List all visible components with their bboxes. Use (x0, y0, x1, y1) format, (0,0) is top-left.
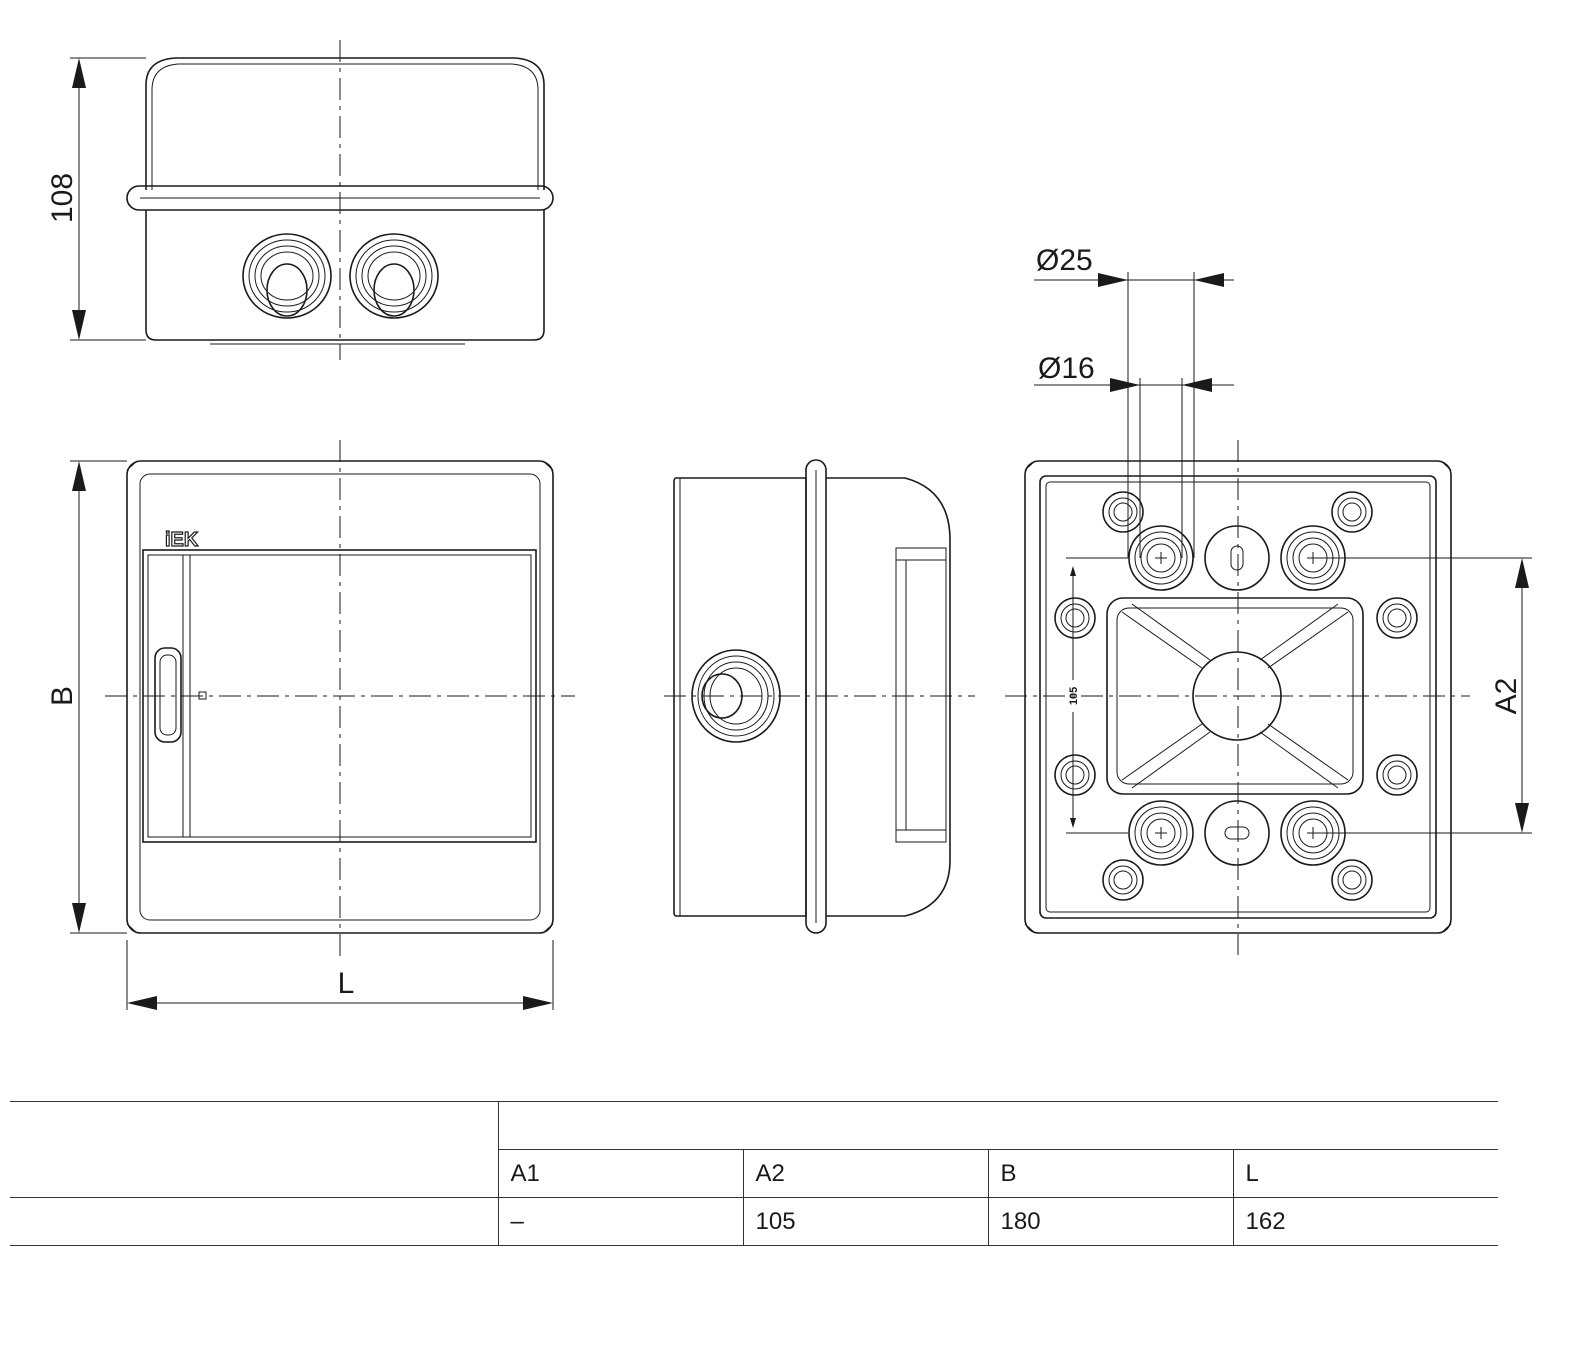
front-view: iEK B L (46, 440, 575, 1010)
side-view (664, 459, 975, 934)
cable-gland-right (349, 233, 439, 319)
table-row: – 105 180 162 (10, 1197, 1498, 1246)
back-view: 105 A2 Ø25 Ø16 (1005, 244, 1532, 955)
top-view: 108 (46, 40, 554, 360)
depth-label: B (46, 686, 79, 706)
height-label: 108 (46, 173, 79, 223)
table-group-header (497, 1101, 1498, 1150)
inner-spacing-label: 105 (1068, 687, 1080, 705)
brand-logo: iEK (165, 529, 199, 551)
value-b: 180 (987, 1197, 1233, 1246)
table-header-row: A1 A2 B L (10, 1149, 1498, 1198)
large-hole-label: Ø25 (1036, 244, 1093, 277)
header-b: B (987, 1149, 1233, 1198)
header-a2: A2 (742, 1149, 988, 1198)
small-hole-label: Ø16 (1038, 352, 1095, 385)
width-label: L (338, 967, 355, 1000)
header-a1: A1 (497, 1149, 743, 1198)
dimensions-table: A1 A2 B L – 105 180 162 (10, 1101, 1498, 1246)
value-a1: – (497, 1197, 743, 1246)
table-title-cell (10, 1101, 498, 1150)
row-label-cell (10, 1197, 498, 1246)
header-l: L (1232, 1149, 1498, 1198)
hole-spacing-label: A2 (1490, 678, 1523, 715)
cable-gland-left (242, 233, 332, 319)
value-l: 162 (1232, 1197, 1498, 1246)
value-a2: 105 (742, 1197, 988, 1246)
